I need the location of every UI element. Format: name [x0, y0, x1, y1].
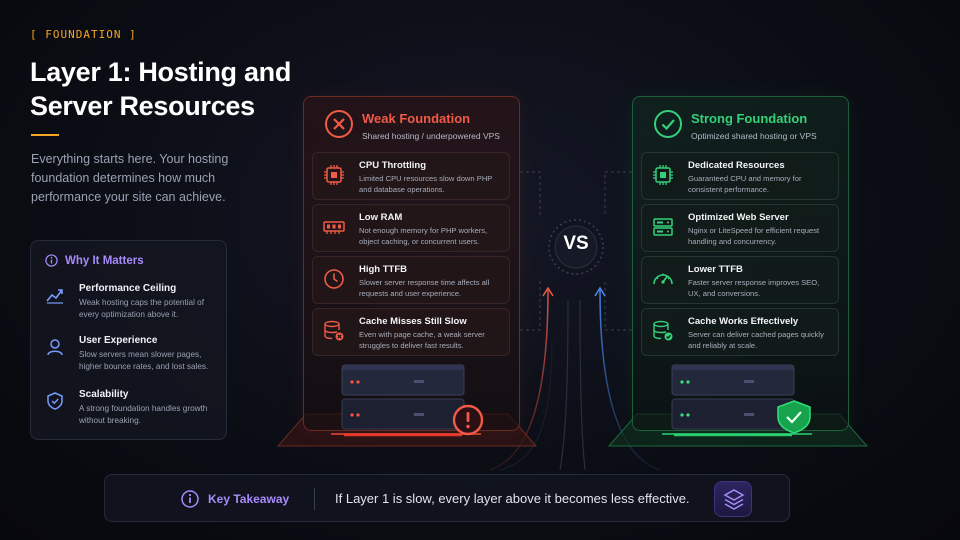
- card-desc: Limited CPU resources slow down PHP and …: [359, 174, 493, 194]
- card-title: Optimized Web Server: [688, 212, 789, 223]
- why-heading-label: Why It Matters: [65, 254, 144, 267]
- card-title: Low RAM: [359, 212, 403, 223]
- why-item-title: Performance Ceiling: [79, 283, 177, 294]
- card-title: High TTFB: [359, 264, 408, 275]
- vs-label: VS: [563, 233, 589, 254]
- why-item-desc: Weak hosting caps the potential of every…: [79, 298, 205, 319]
- card-desc: Nginx or LiteSpeed for efficient request…: [688, 226, 820, 246]
- why-item-desc: A strong foundation handles growth witho…: [79, 404, 208, 425]
- shield-check-icon: [47, 392, 63, 410]
- server-icon: [653, 218, 673, 236]
- cpu-icon: [653, 165, 673, 185]
- card-desc: Faster server response improves SEO, UX,…: [688, 278, 820, 298]
- speedometer-icon: [653, 273, 673, 285]
- database-x-icon: [324, 320, 344, 341]
- strong-server-illustration: [671, 364, 811, 437]
- check-circle-icon: [654, 110, 682, 138]
- clock-icon: [324, 269, 344, 289]
- why-item-desc: Slow servers mean slower pages, higher b…: [79, 350, 209, 371]
- why-item: Scalability A strong foundation handles g…: [45, 389, 223, 427]
- weak-server-illustration: [341, 364, 484, 437]
- card-desc: Slower server response time affects all …: [359, 278, 490, 298]
- database-check-icon: [653, 320, 673, 341]
- strong-subtitle: Optimized shared hosting or VPS: [691, 131, 817, 141]
- page-title: Layer 1: Hosting and Server Resources: [30, 57, 292, 121]
- takeaway-label: Key Takeaway: [208, 492, 290, 506]
- close-circle-icon: [325, 110, 353, 138]
- layers-badge: [714, 481, 752, 517]
- card-title: Dedicated Resources: [688, 160, 785, 171]
- user-icon: [47, 339, 63, 356]
- card-title: Lower TTFB: [688, 264, 743, 275]
- takeaway-text: If Layer 1 is slow, every layer above it…: [335, 491, 690, 506]
- why-item-title: Scalability: [79, 389, 129, 400]
- title-underline: [31, 134, 59, 136]
- card-desc: Not enough memory for PHP workers, objec…: [359, 226, 488, 246]
- section-tag: [ FOUNDATION ]: [30, 28, 137, 41]
- chart-up-icon: [46, 289, 63, 304]
- card-title: CPU Throttling: [359, 160, 427, 171]
- card-desc: Even with page cache, a weak server stru…: [359, 330, 485, 350]
- weak-card: Low RAM Not enough memory for PHP workers…: [312, 204, 510, 252]
- ram-icon: [323, 221, 345, 234]
- weak-foundation-panel: Weak Foundation Shared hosting / underpo…: [303, 96, 520, 431]
- card-title: Cache Works Effectively: [688, 316, 799, 327]
- weak-card: High TTFB Slower server response time aff…: [312, 256, 510, 304]
- strong-card: Lower TTFB Faster server response improve…: [641, 256, 839, 304]
- layers-icon: [723, 489, 745, 510]
- card-title: Cache Misses Still Slow: [359, 316, 467, 327]
- weak-title: Weak Foundation: [362, 111, 471, 126]
- why-heading: Why It Matters: [45, 254, 144, 267]
- why-item-title: User Experience: [79, 335, 158, 346]
- key-takeaway-bar: Key Takeaway If Layer 1 is slow, every l…: [104, 474, 790, 522]
- takeaway-divider: [314, 488, 315, 510]
- cpu-icon: [324, 165, 344, 185]
- vs-badge: [548, 219, 604, 275]
- weak-subtitle: Shared hosting / underpowered VPS: [362, 131, 500, 141]
- card-desc: Server can deliver cached pages quickly …: [688, 330, 824, 350]
- strong-title: Strong Foundation: [691, 111, 808, 126]
- intro-text: Everything starts here. Your hosting fou…: [31, 152, 229, 204]
- info-icon: [45, 254, 58, 267]
- info-icon: [181, 490, 199, 508]
- card-desc: Guaranteed CPU and memory for consistent…: [688, 174, 802, 194]
